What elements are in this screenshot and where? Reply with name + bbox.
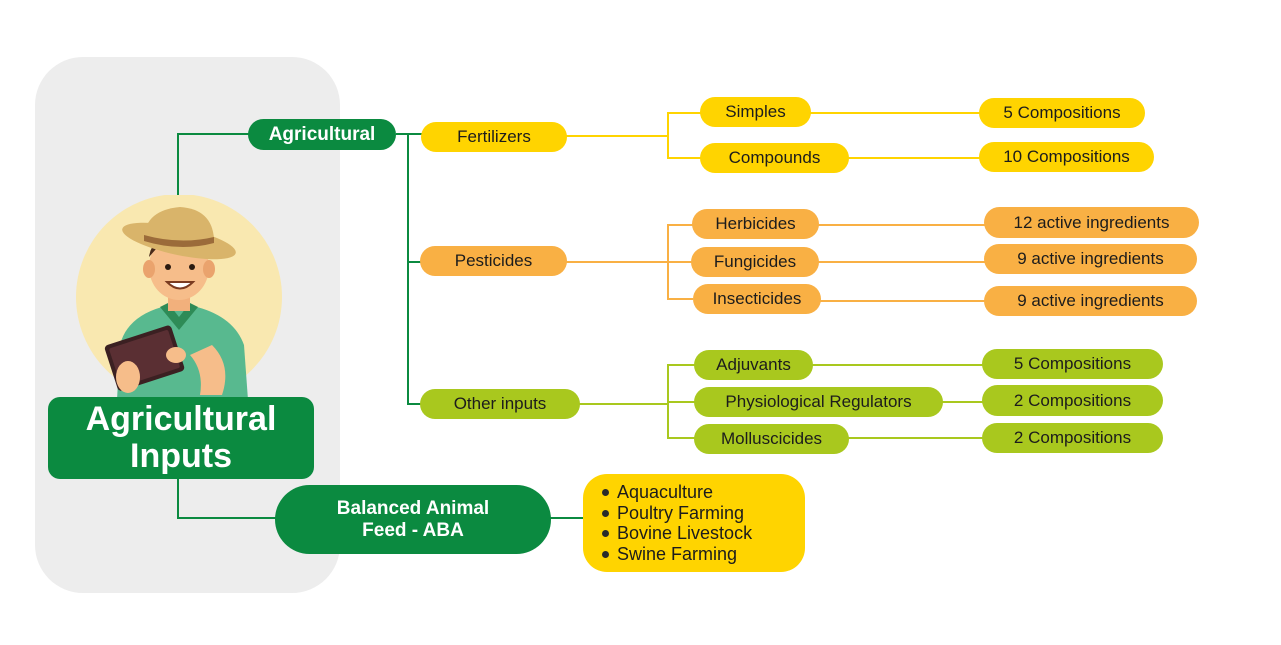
pesticides-node: Pesticides <box>420 246 567 276</box>
adjuvants-node: Adjuvants <box>694 350 813 380</box>
compounds-detail: 10 Compositions <box>979 142 1154 172</box>
molluscicides-detail: 2 Compositions <box>982 423 1163 453</box>
simples-detail: 5 Compositions <box>979 98 1145 128</box>
other-inputs-node: Other inputs <box>420 389 580 419</box>
fertilizers-node: Fertilizers <box>421 122 567 152</box>
aba-node: Balanced Animal Feed - ABA <box>275 485 551 554</box>
insecticides-node: Insecticides <box>693 284 821 314</box>
farmer-illustration <box>76 195 282 400</box>
physiological-regulators-detail: 2 Compositions <box>982 385 1163 416</box>
compounds-node: Compounds <box>700 143 849 173</box>
root-node: Agricultural Inputs <box>48 397 314 479</box>
list-item: Aquaculture <box>601 482 805 503</box>
simples-node: Simples <box>700 97 811 127</box>
fungicides-detail: 9 active ingredients <box>984 244 1197 274</box>
herbicides-node: Herbicides <box>692 209 819 239</box>
aba-title-line2: Feed - ABA <box>362 519 464 541</box>
herbicides-detail: 12 active ingredients <box>984 207 1199 238</box>
list-item: Poultry Farming <box>601 503 805 524</box>
fungicides-node: Fungicides <box>691 247 819 277</box>
physiological-regulators-node: Physiological Regulators <box>694 387 943 417</box>
root-title-line2: Inputs <box>130 437 232 475</box>
list-item: Bovine Livestock <box>601 523 805 544</box>
insecticides-detail: 9 active ingredients <box>984 286 1197 316</box>
list-item: Swine Farming <box>601 544 805 565</box>
adjuvants-detail: 5 Compositions <box>982 349 1163 379</box>
molluscicides-node: Molluscicides <box>694 424 849 454</box>
aba-title-line1: Balanced Animal <box>336 497 490 519</box>
root-title-line1: Agricultural <box>85 400 277 438</box>
agricultural-node: Agricultural <box>248 119 396 150</box>
aba-items-list: Aquaculture Poultry Farming Bovine Lives… <box>583 474 805 572</box>
